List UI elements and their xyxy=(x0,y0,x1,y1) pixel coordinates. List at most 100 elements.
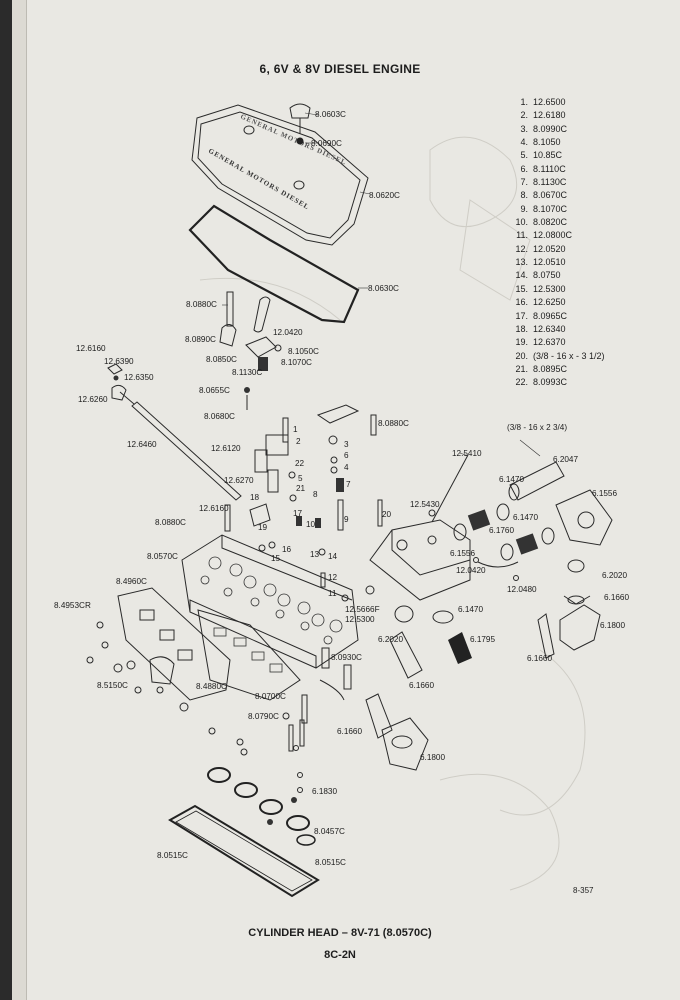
key-number: 10 xyxy=(306,520,316,529)
callout: 8.0880C xyxy=(155,518,186,527)
parts-list-part: 8.0670C xyxy=(533,190,568,201)
key-number: 3 xyxy=(344,440,349,449)
callout: 8.4960C xyxy=(116,577,147,586)
parts-list-part: 8.0895C xyxy=(533,363,568,374)
parts-list-number: 6. xyxy=(520,163,528,174)
callout: 6.1470 xyxy=(499,475,524,484)
parts-list-item: 10. 8.0820C xyxy=(508,216,605,229)
parts-list-part: 8.1130C xyxy=(533,177,567,188)
parts-list-part: 8.1050 xyxy=(533,137,561,148)
callout: 12.6270 xyxy=(224,476,254,485)
callout: 12.5430 xyxy=(410,500,440,509)
callout: 6.1760 xyxy=(489,526,514,535)
parts-list-number: 9. xyxy=(520,203,528,214)
callout: 8.0570C xyxy=(147,552,178,561)
rocker-shaft xyxy=(119,391,242,501)
cover-text-2: GENERAL MOTORS DIESEL xyxy=(207,147,311,212)
parts-list-part: 8.0750 xyxy=(533,270,561,281)
parts-list-part: 8.0965C xyxy=(533,310,568,321)
parts-list-number: 15. xyxy=(515,283,528,294)
callout: 8.0790C xyxy=(248,712,279,721)
callout: 8.0930C xyxy=(331,653,362,662)
callout: 8.1050C xyxy=(288,347,319,356)
callout: 6.1470 xyxy=(513,513,538,522)
callout: 8.4880C xyxy=(196,682,227,691)
parts-list-item: 7. 8.1130C xyxy=(508,176,605,189)
callout: 6.1660 xyxy=(409,681,434,690)
manual-page xyxy=(12,0,680,1000)
parts-list-number: 3. xyxy=(520,123,528,134)
parts-list-item: 20.(3/8 - 16 x - 3 1/2) xyxy=(508,350,604,363)
parts-list-part: 8.0820C xyxy=(533,217,568,228)
bleed-through-art xyxy=(199,136,586,891)
parts-list-number: 14. xyxy=(515,270,528,281)
callout: 8.0655C xyxy=(199,386,230,395)
parts-list-number: 10. xyxy=(515,217,528,228)
key-number: 11 xyxy=(328,589,337,598)
callout: 12.5410 xyxy=(452,449,482,458)
callout: 6.1795 xyxy=(470,635,495,644)
previous-page-edge xyxy=(12,0,27,1000)
key-number: 18 xyxy=(250,493,260,502)
callout: 8.0700C xyxy=(255,692,286,701)
parts-list-part: 8.1070C xyxy=(533,203,568,214)
parts-list-item: 3.8.0990C xyxy=(508,123,605,136)
key-number: 14 xyxy=(328,552,338,561)
thermostat-parts xyxy=(365,557,519,771)
callout: 6.1660 xyxy=(337,727,362,736)
callout: 6.2020 xyxy=(378,635,403,644)
callout: 12.0420 xyxy=(273,328,303,337)
callout: 6.1556 xyxy=(592,489,617,498)
callout: 8.0880C xyxy=(186,300,217,309)
callout: 8.1130C xyxy=(232,368,262,377)
callout: 12.0420 xyxy=(456,566,486,575)
page-title: 6, 6V & 8V DIESEL ENGINE xyxy=(259,62,421,76)
callout: 12.6120 xyxy=(211,444,241,453)
callout: 12.6260 xyxy=(78,395,108,404)
parts-list-number: 20. xyxy=(515,350,528,361)
key-number: 20 xyxy=(382,510,392,519)
key-number: 17 xyxy=(293,509,303,518)
callout-labels: 8.0603C 8.0690C 8.0620C 8.0630C 8.0880C … xyxy=(54,110,629,867)
parts-list-item: 5.10.85C xyxy=(508,149,605,162)
parts-list-item: 1.12.6500 xyxy=(508,96,605,109)
parts-list-number: 7. xyxy=(520,177,528,188)
callout: 12.0480 xyxy=(507,585,537,594)
callout: 6.1660 xyxy=(527,654,552,663)
parts-list-number: 13. xyxy=(515,257,528,268)
key-number: 15 xyxy=(271,554,281,563)
callout: 6.1470 xyxy=(458,605,483,614)
parts-list-item: 4.8.1050 xyxy=(508,136,605,149)
page-number: 8C-2N xyxy=(324,949,356,961)
callout: 12.6350 xyxy=(124,373,154,382)
callout: 6.1556 xyxy=(450,549,475,558)
parts-list-item: 21.8.0895C xyxy=(508,363,605,376)
callout: 12.6160 xyxy=(199,504,229,513)
parts-list-number: 18. xyxy=(515,323,528,334)
callout: 8.4953CR xyxy=(54,601,91,610)
parts-list-item: 8.8.0670C xyxy=(508,189,605,202)
key-number: 8 xyxy=(313,490,318,499)
page-gutter xyxy=(0,0,12,1000)
parts-list-number: 11. xyxy=(516,230,528,241)
callout: 8.0630C xyxy=(368,284,399,293)
parts-list-item: 16.12.6250 xyxy=(508,296,605,309)
key-number: 5 xyxy=(298,474,303,483)
callout: 8.1070C xyxy=(281,358,312,367)
callout: 6.1800 xyxy=(420,753,445,762)
parts-list-item: 22.8.0993C xyxy=(508,376,605,389)
small-parts-upper xyxy=(107,291,282,410)
callout: 8.0515C xyxy=(157,851,188,860)
water-outlet xyxy=(537,559,601,659)
key-number: 13 xyxy=(310,550,320,559)
rocker-arms xyxy=(224,404,383,588)
gasket-rings xyxy=(207,767,316,846)
bolt-set xyxy=(208,647,352,793)
figure-caption: CYLINDER HEAD – 8V-71 (8.0570C) xyxy=(248,927,432,939)
parts-list-item: 15.12.5300 xyxy=(508,283,605,296)
callout: 8.0690C xyxy=(311,139,342,148)
callout: 8.0457C xyxy=(314,827,345,836)
parts-list-number: 17. xyxy=(515,310,528,321)
parts-list-part: 8.0993C xyxy=(533,377,568,388)
